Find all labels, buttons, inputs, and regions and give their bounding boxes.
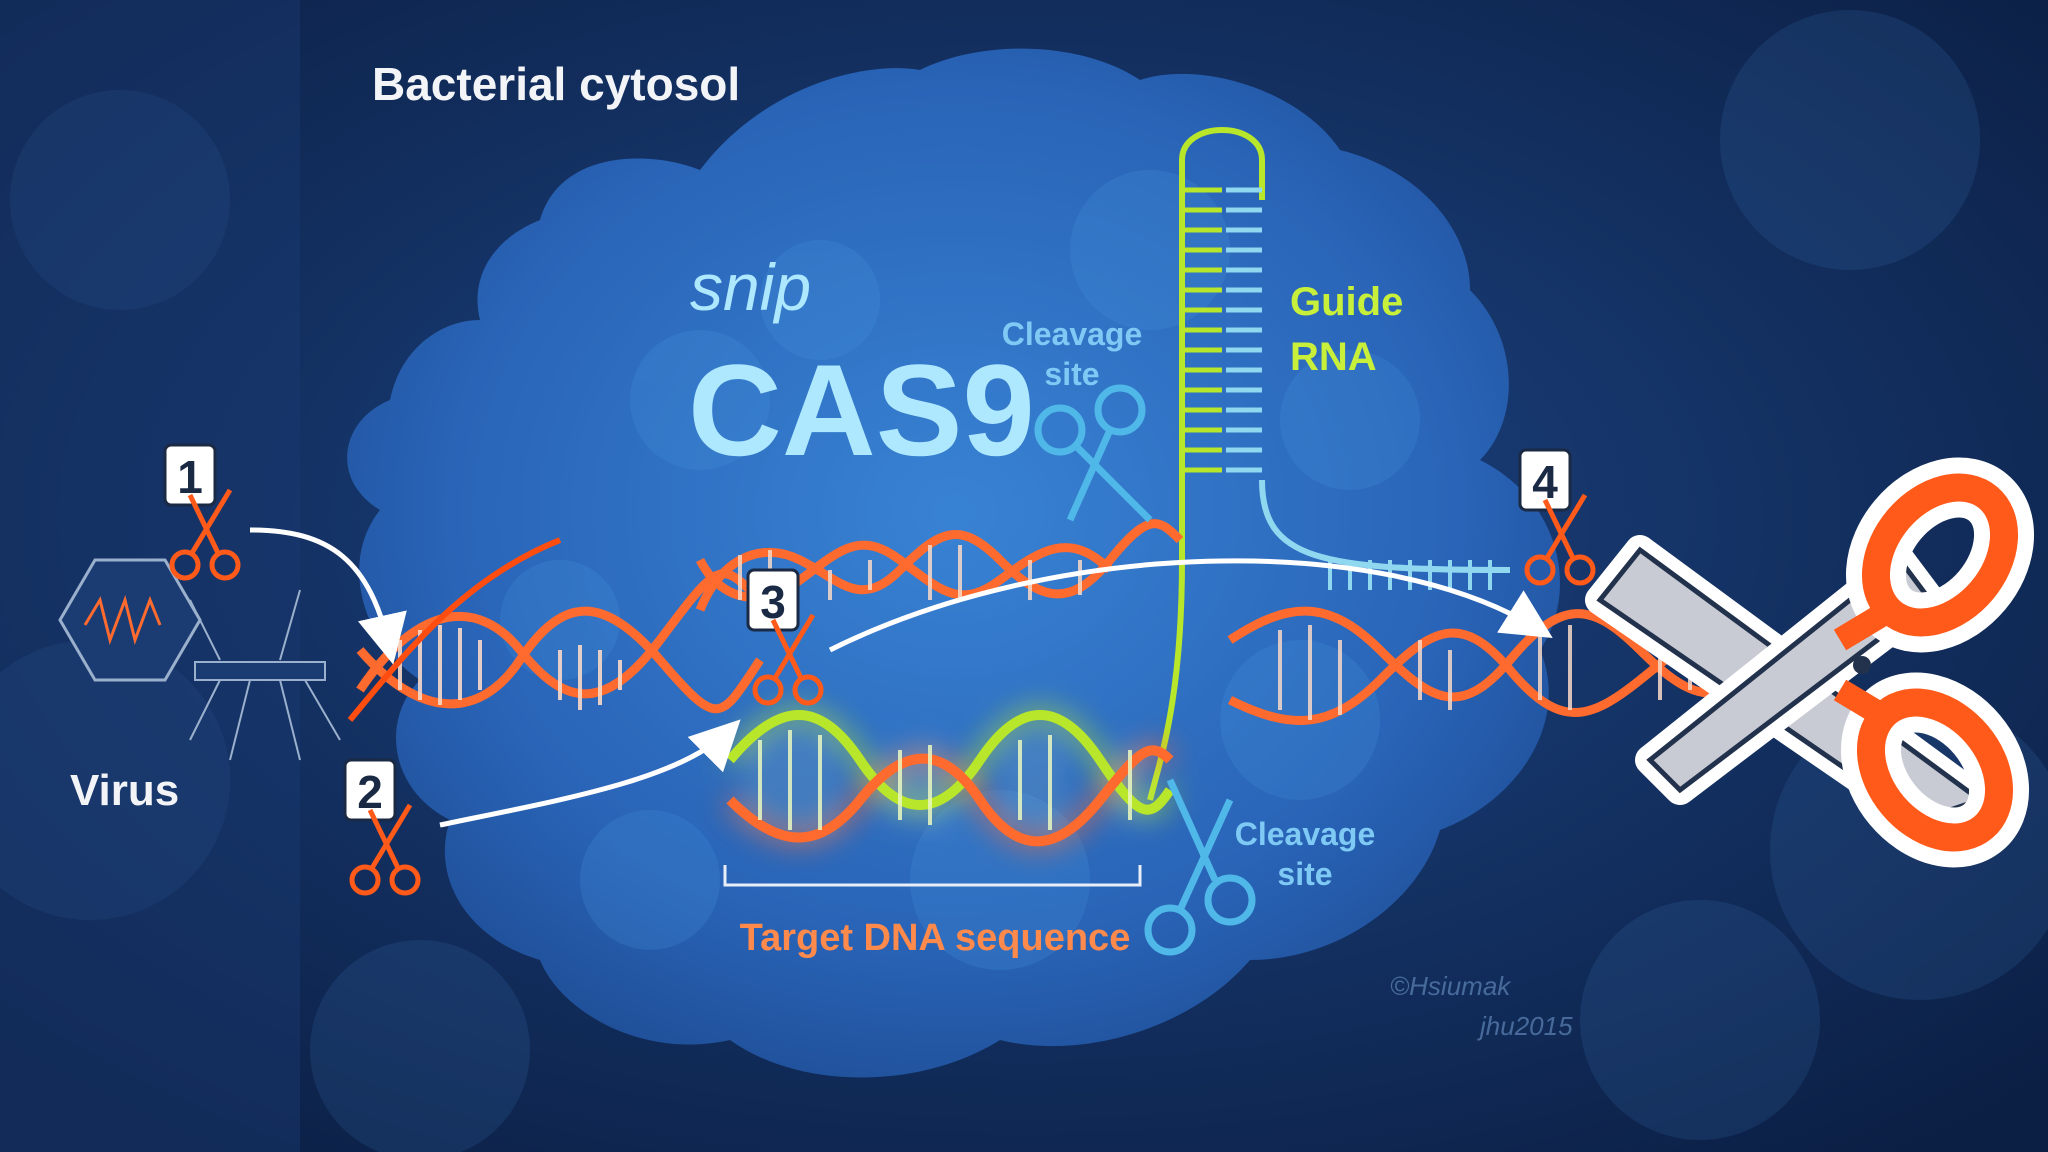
virus-icon [58,558,341,761]
step-number: 2 [357,766,383,818]
label-guide-rna-1: Guide [1290,280,1403,324]
step-number: 4 [1532,456,1558,508]
label-cas9: CAS9 [688,337,1035,483]
label-cleavage-site-bottom-1: Cleavage [1235,816,1376,852]
label-target-dna: Target DNA sequence [740,917,1131,959]
step-badge-1: 1 [163,443,241,581]
target-dna-helix [726,710,1175,847]
process-arrows [249,527,1553,828]
step-badge-4: 4 [1518,448,1596,586]
label-bacterial-cytosol: Bacterial cytosol [372,58,740,110]
large-scissors-icon [1585,457,2035,868]
label-cleavage-site-top-2: site [1044,356,1099,392]
target-bracket [723,865,1142,887]
label-virus: Virus [70,766,179,815]
arrow-2 [439,719,741,828]
scissors-icon [1034,384,1256,956]
label-guide-rna-2: RNA [1290,335,1377,379]
step-number: 1 [177,451,203,503]
signature-line-1: ©Hsiumak [1390,971,1512,1001]
signature-line-2: jhu2015 [1477,1011,1573,1041]
label-cleavage-site-top-1: Cleavage [1002,316,1143,352]
cas9-protein [347,48,1561,1078]
arrow-1 [249,527,407,665]
arrow-3 [828,558,1553,653]
step-badge-2: 2 [343,758,421,896]
step-badge-3: 3 [746,568,824,706]
label-snip: snip [690,250,811,324]
step-number: 3 [760,576,786,628]
guide-rna-icon [1147,127,1511,801]
label-cleavage-site-bottom-2: site [1277,856,1332,892]
